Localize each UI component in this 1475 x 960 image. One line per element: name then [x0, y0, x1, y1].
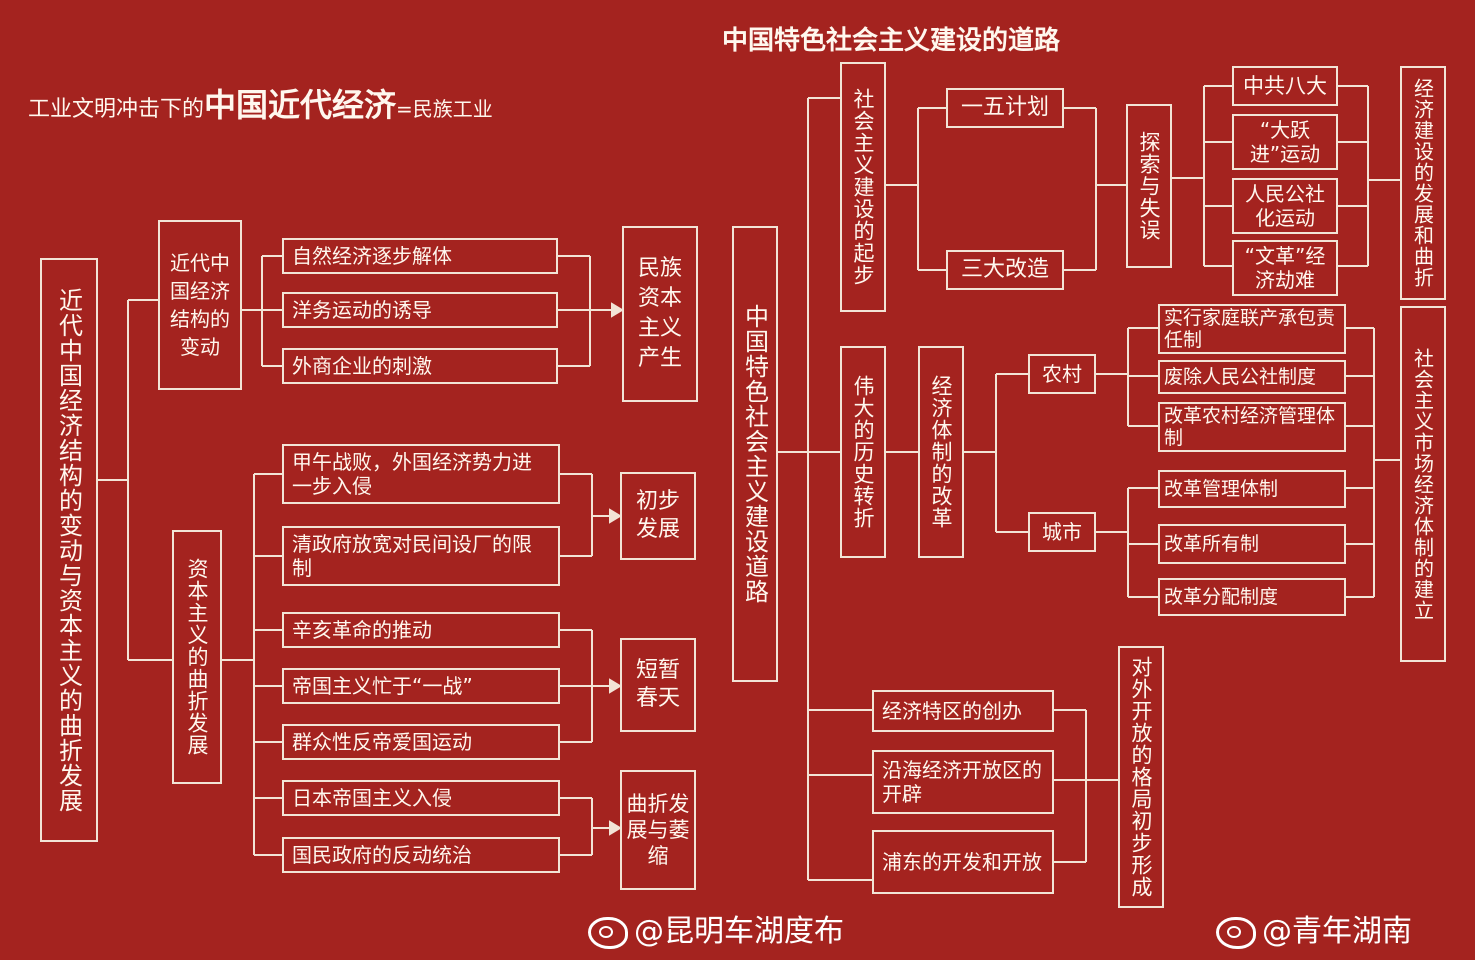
group3-result: 曲折发展与萎缩: [620, 770, 696, 890]
group1-item-1: 甲午战败，外国经济势力进一步入侵: [282, 444, 560, 504]
open-result: 对外开放的格局初步形成: [1118, 646, 1164, 908]
urban-item-3: 改革分配制度: [1158, 578, 1346, 616]
rural-item-1: 实行家庭联产承包责任制: [1158, 304, 1346, 354]
explore-node: 探索与失误: [1126, 104, 1172, 268]
group3-item-1: 日本帝国主义入侵: [282, 780, 560, 816]
branch1-item-2: 洋务运动的诱导: [282, 292, 558, 328]
group3-item-2: 国民政府的反动统治: [282, 837, 560, 873]
right-root-node: 中国特色社会主义建设道路: [732, 226, 778, 682]
group1-result: 初步发展: [620, 472, 696, 560]
left-title-suffix: =民族工业: [396, 97, 493, 121]
open-item-3: 浦东的开发和开放: [872, 830, 1054, 894]
branch2-node: 资本主义的曲折发展: [172, 530, 222, 784]
rural-item-2: 废除人民公社制度: [1158, 360, 1346, 394]
watermark-right-text: @青年湖南: [1262, 914, 1412, 949]
watermark-left-text: @昆明车湖度布: [634, 914, 844, 949]
plan-node: 一五计划: [946, 88, 1064, 128]
explore-item-1: 中共八大: [1232, 66, 1338, 106]
open-item-2: 沿海经济开放区的开辟: [872, 750, 1054, 814]
branch1-node: 近代中国经济结构的变动: [158, 220, 242, 390]
group2-item-1: 辛亥革命的推动: [282, 612, 560, 648]
group1-item-2: 清政府放宽对民间设厂的限制: [282, 526, 560, 586]
left-title-prefix: 工业文明冲击下的: [28, 97, 205, 122]
weibo-icon: [1216, 916, 1256, 949]
urban-item-1: 改革管理体制: [1158, 470, 1346, 508]
branch1-item-1: 自然经济逐步解体: [282, 238, 558, 274]
rural-item-3: 改革农村经济管理体制: [1158, 402, 1346, 452]
urban-node: 城市: [1028, 512, 1096, 552]
explore-item-4: “文革”经济劫难: [1232, 240, 1338, 296]
open-item-1: 经济特区的创办: [872, 690, 1054, 732]
market-result: 社会主义市场经济体制的建立: [1400, 306, 1446, 662]
reform-node: 经济体制的改革: [918, 346, 964, 558]
group2-item-3: 群众性反帝爱国运动: [282, 724, 560, 760]
watermark-left: @昆明车湖度布: [588, 906, 844, 950]
start-node: 社会主义建设的起步: [840, 62, 886, 312]
urban-item-2: 改革所有制: [1158, 524, 1346, 564]
right-title: 中国特色社会主义建设的道路: [722, 26, 1061, 56]
transform-node: 三大改造: [946, 250, 1064, 290]
group2-result: 短暂春天: [620, 638, 696, 732]
group2-item-2: 帝国主义忙于“一战”: [282, 668, 560, 704]
explore-result: 经济建设的发展和曲折: [1400, 66, 1446, 300]
branch1-result: 民族资本主义产生: [622, 226, 698, 402]
watermark-right: @青年湖南: [1216, 906, 1412, 950]
explore-item-3: 人民公社化运动: [1232, 178, 1338, 234]
weibo-icon: [588, 916, 628, 949]
branch1-item-3: 外商企业的刺激: [282, 348, 558, 384]
left-title: 工业文明冲击下的中国近代经济=民族工业: [28, 80, 493, 126]
rural-node: 农村: [1028, 354, 1096, 394]
explore-item-2: “大跃进”运动: [1232, 114, 1338, 170]
left-root-node: 近代中国经济结构的变动与资本主义的曲折发展: [40, 258, 98, 842]
turn-node: 伟大的历史转折: [840, 346, 886, 558]
left-title-main: 中国近代经济: [204, 86, 397, 124]
